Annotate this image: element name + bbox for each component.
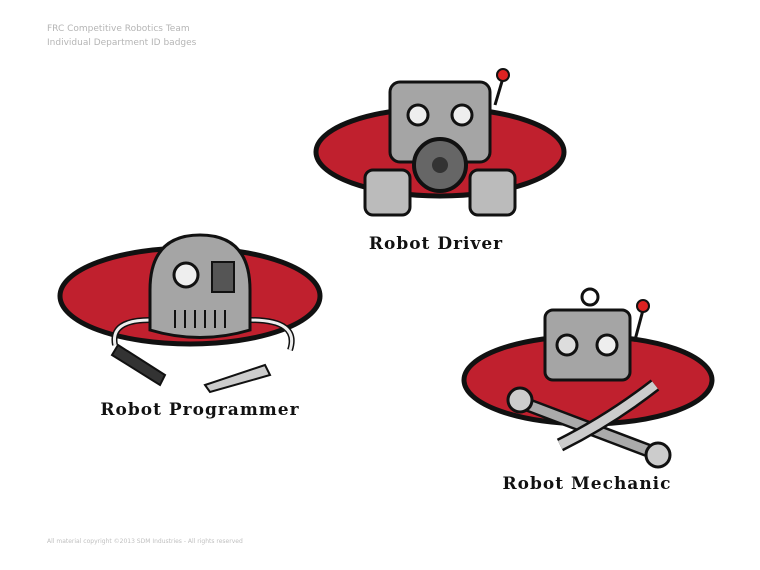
robot-driver-badge bbox=[313, 68, 567, 217]
header-subtitle: Individual Department ID badges bbox=[47, 38, 197, 48]
robot-mechanic-badge bbox=[461, 287, 715, 469]
header-title: FRC Competitive Robotics Team bbox=[47, 24, 190, 34]
badge-label-driver: Robot Driver bbox=[368, 234, 504, 254]
badge-label-mechanic: Robot Mechanic bbox=[502, 474, 672, 494]
robot-programmer-badge bbox=[57, 233, 323, 394]
badge-label-programmer: Robot Programmer bbox=[100, 400, 300, 420]
copyright-footer: All material copyright ©2013 SDM Industr… bbox=[47, 538, 243, 545]
